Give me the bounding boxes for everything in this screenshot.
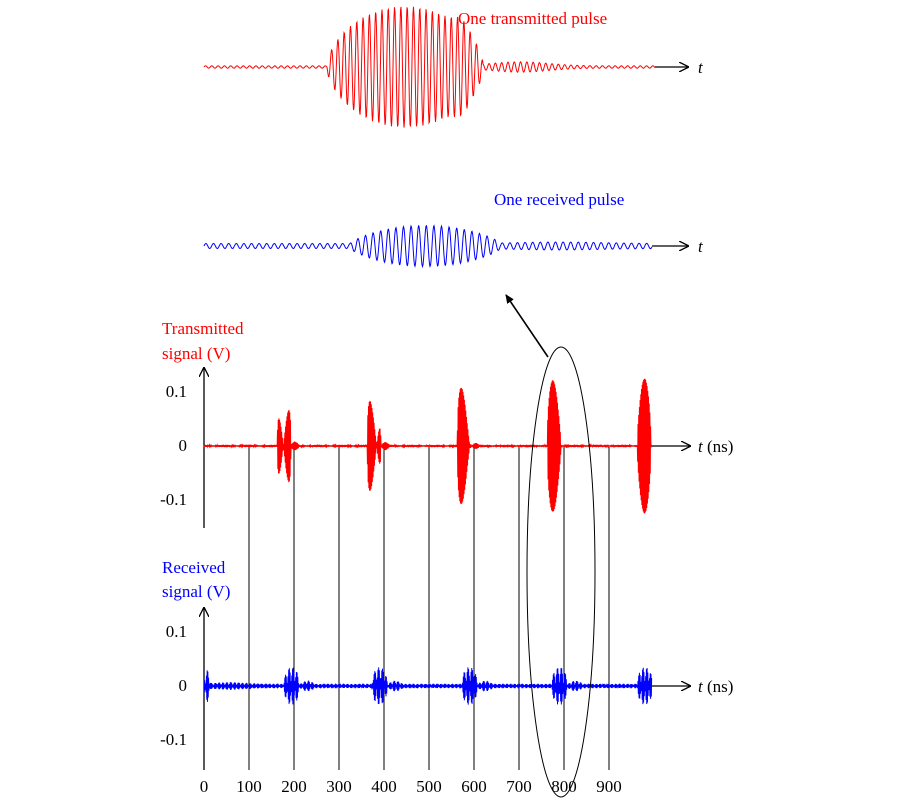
ytick-label: 0: [178, 436, 188, 455]
inset-t-label: t: [698, 58, 703, 77]
ytick-label: -0.1: [160, 490, 187, 509]
transmitted-signal-trace: [203, 378, 653, 514]
received-pulse-waveform: [203, 224, 653, 269]
ytick-label: 0: [178, 676, 188, 695]
transmitted-xaxis-label: t (ns): [698, 437, 733, 457]
xtick-label: 700: [506, 777, 532, 796]
xtick-label: 600: [461, 777, 487, 796]
ytick-label: 0.1: [165, 622, 187, 641]
received-signal-trace: [203, 667, 653, 705]
received-signal-axes: [204, 608, 690, 770]
xtick-label: 500: [416, 777, 442, 796]
ytick-label: -0.1: [160, 730, 187, 749]
transmitted-ylabel: Transmitted: [162, 319, 244, 338]
xtick-label: 900: [596, 777, 622, 796]
ytick-label: 0.1: [165, 382, 187, 401]
xtick-label: 400: [371, 777, 397, 796]
received-xaxis-label: t (ns): [698, 677, 733, 697]
transmitted-ylabel-unit: signal (V): [162, 344, 231, 363]
xtick-label: 0: [199, 777, 209, 796]
xtick-label: 800: [551, 777, 577, 796]
transmitted-signal-axes: [204, 368, 690, 528]
t-symbol: t: [698, 437, 703, 456]
received-pulse-inset: [203, 224, 688, 269]
t-symbol: t: [698, 677, 703, 696]
xtick-label: 300: [326, 777, 352, 796]
callout-arrow: [505, 294, 549, 358]
transmitted-pulse-inset: [203, 6, 688, 128]
transmitted-pulse-waveform: [203, 6, 656, 128]
transmitted-pulse-label: One transmitted pulse: [458, 9, 608, 28]
xtick-label: 100: [236, 777, 262, 796]
unit: (ns): [702, 677, 734, 696]
inset-t-label: t: [698, 237, 703, 256]
xtick-label: 200: [281, 777, 307, 796]
received-pulse-label: One received pulse: [494, 190, 625, 209]
highlight-ellipse: [526, 346, 596, 798]
unit: (ns): [702, 437, 734, 456]
time-gridlines: [248, 447, 610, 770]
received-ylabel: Received: [162, 558, 226, 577]
received-ylabel-unit: signal (V): [162, 582, 231, 601]
